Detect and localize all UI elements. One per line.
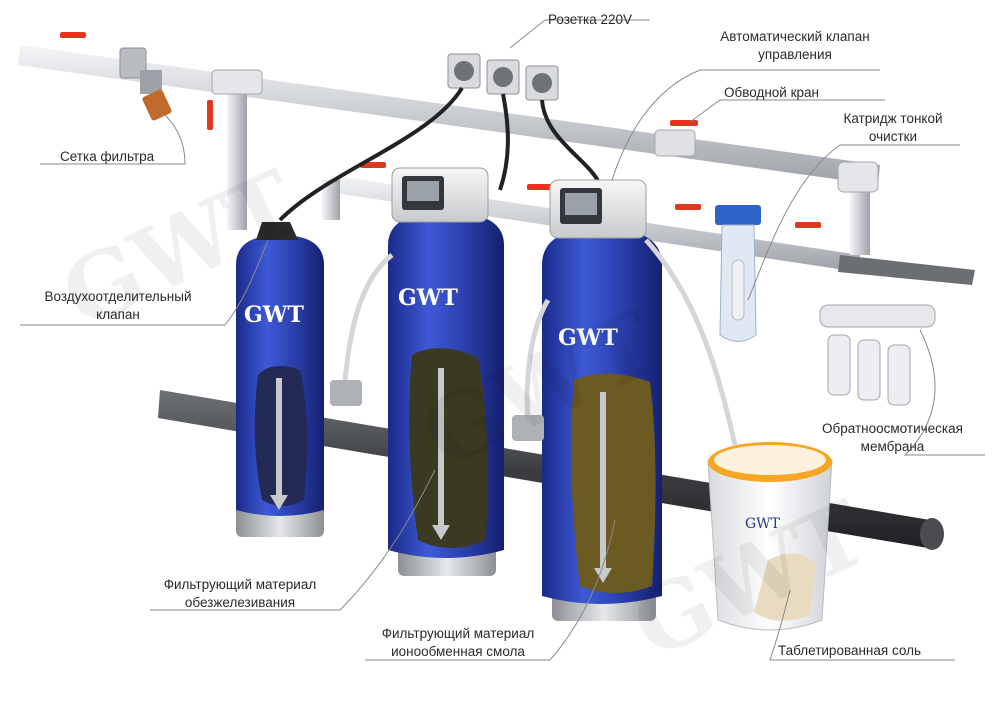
label-resin-line1: Фильтрующий материал — [381, 626, 535, 641]
tank-deironing-large — [388, 167, 504, 576]
salt-tank-logo: GWT — [745, 516, 781, 532]
riser-pipe — [227, 80, 247, 230]
ro-membrane-unit — [819, 304, 936, 406]
tank-deironing-small — [236, 222, 324, 537]
fine-cartridge — [715, 205, 761, 342]
tank2-logo: GWT — [398, 285, 458, 311]
label-auto-valve-line1: Автоматический клапан — [720, 29, 870, 44]
label-resin-line2: ионообменная смола — [391, 644, 525, 659]
label-air-valve-line1: Воздухоотделительный — [44, 289, 192, 304]
power-sockets — [447, 53, 559, 101]
mesh-filter — [140, 70, 172, 121]
label-air-valve-line2: клапан — [96, 307, 140, 322]
label-fine-cartridge-line2: очистки — [868, 129, 918, 144]
brine-tank — [707, 442, 833, 631]
power-cords — [278, 86, 602, 222]
label-socket: Розетка 220V — [548, 12, 633, 27]
label-ro-membrane-line1: Обратноосмотическая — [822, 421, 963, 436]
tank1-logo: GWT — [244, 302, 304, 328]
tank-softener — [542, 179, 662, 621]
label-fine-cartridge-line1: Катридж тонкой — [843, 111, 943, 126]
label-bypass: Обводной кран — [724, 85, 819, 100]
label-auto-valve-line2: управления — [758, 47, 832, 62]
label-ro-membrane-line2: мембрана — [860, 439, 925, 454]
label-filter-mesh: Сетка фильтра — [60, 149, 155, 164]
tank3-logo: GWT — [558, 325, 618, 351]
label-iron-media-line1: Фильтрующий материал — [163, 577, 317, 592]
label-iron-media-line2: обезжелезивания — [184, 595, 296, 610]
label-salt: Таблетированная соль — [778, 643, 921, 658]
leader-lines — [20, 19, 985, 661]
outlet-pipe — [838, 255, 975, 285]
